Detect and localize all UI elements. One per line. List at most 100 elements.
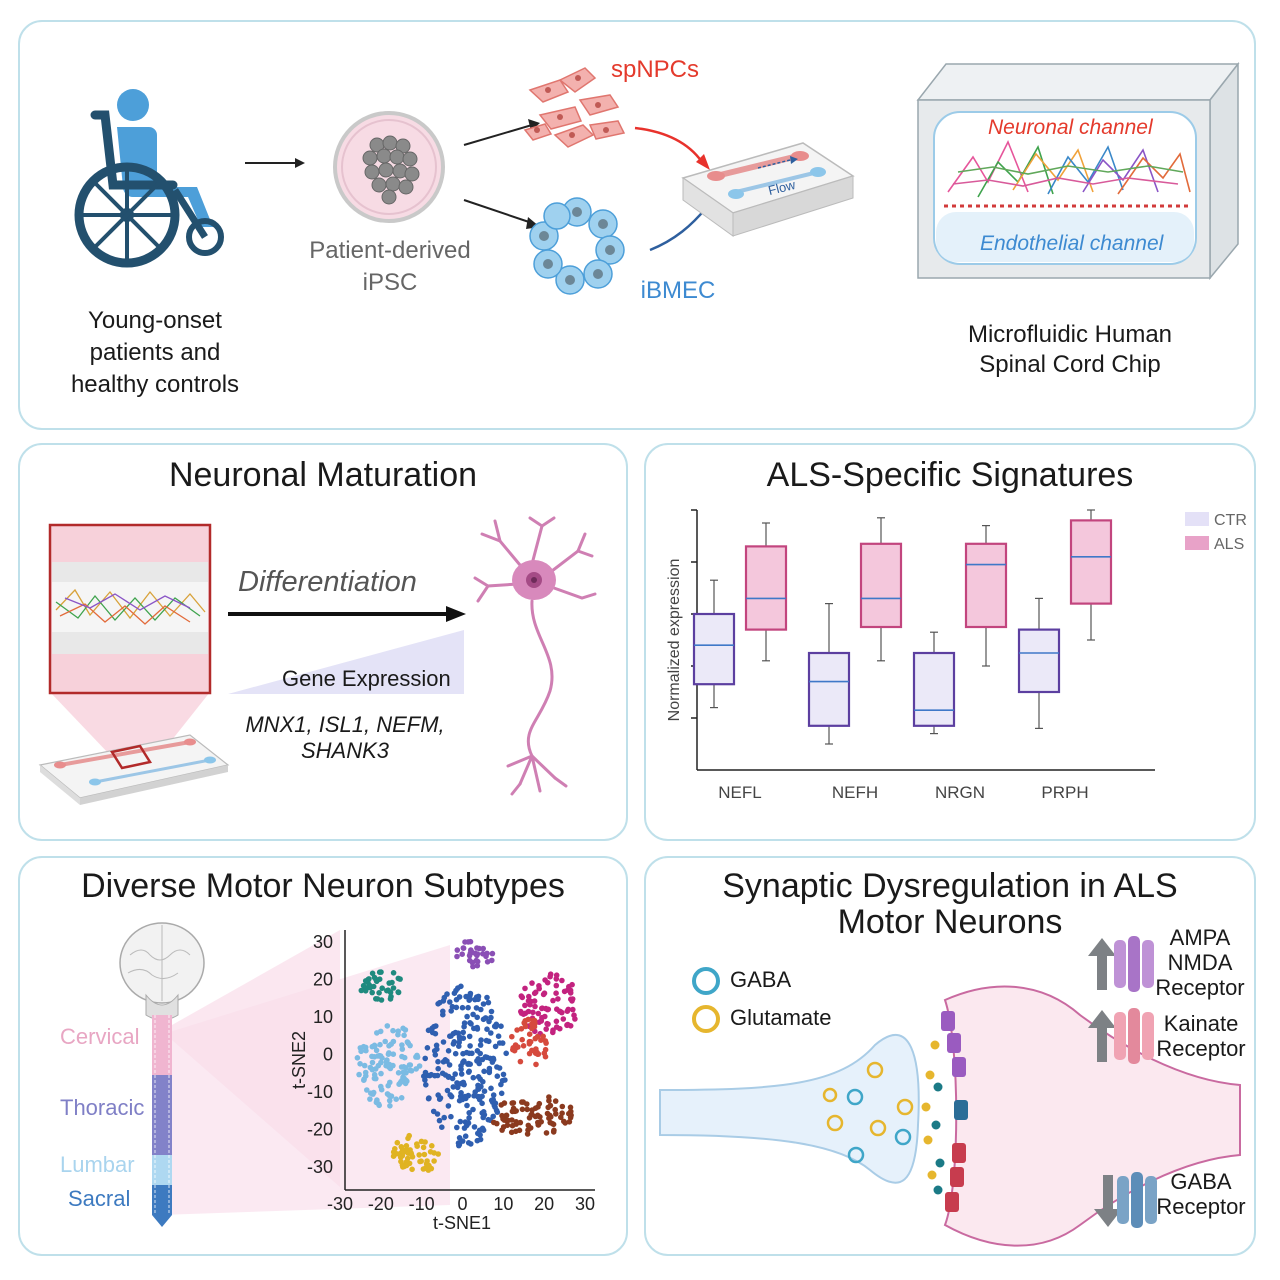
tsne-point (436, 999, 443, 1006)
gene-expression-wedge (228, 630, 464, 694)
tsne-point (465, 1120, 472, 1126)
ibmec-label: iBMEC (640, 277, 716, 304)
tsne-point (369, 1053, 375, 1060)
x-tick-label: PRPH (1041, 783, 1088, 802)
tsne-point (492, 1043, 499, 1050)
tsne-point (544, 1020, 550, 1027)
synapse-illustration (659, 985, 1241, 1247)
tsne-point (531, 998, 538, 1004)
tsne-point (425, 1164, 432, 1170)
tsne-point (530, 1009, 536, 1016)
tsne-point (440, 1008, 446, 1015)
tsne-point (480, 1016, 487, 1023)
tsne-x-tick: -20 (368, 1194, 394, 1214)
tsne-point (395, 1028, 401, 1034)
kainate-up-arrow-icon (1088, 1010, 1116, 1062)
box-als-nefh (859, 517, 903, 662)
tsne-point (461, 1023, 467, 1030)
region-thoracic: Thoracic (60, 1095, 145, 1120)
arrow-to-ipsc (245, 158, 305, 168)
tsne-x-tick: 20 (534, 1194, 554, 1214)
box-ctr-prph (1017, 597, 1061, 729)
tsne-point (401, 1054, 408, 1061)
tsne-cluster (490, 1094, 574, 1137)
tsne-point (356, 1071, 362, 1078)
tsne-point (566, 1119, 573, 1125)
tsne-point (398, 1144, 405, 1150)
tsne-point (404, 1078, 410, 1084)
tsne-point (416, 1063, 423, 1069)
tsne-point (526, 1050, 533, 1057)
tsne-point (534, 1033, 541, 1040)
tsne-point (524, 1106, 530, 1113)
x-tick-label: NEFH (832, 783, 878, 802)
tsne-point (559, 1103, 566, 1110)
tsne-point (387, 1103, 393, 1109)
tsne-point (499, 1040, 506, 1046)
receptor3-line2: Receptor (1156, 1194, 1246, 1219)
tsne-point (480, 1109, 487, 1115)
tsne-point (420, 1144, 427, 1151)
tsne-point (490, 1092, 497, 1098)
tsne-point (567, 990, 574, 996)
tsne-cluster (509, 1016, 549, 1068)
tsne-point (420, 1166, 427, 1172)
tsne-point (431, 1158, 437, 1164)
tsne-point (400, 1025, 406, 1032)
tsne-point (480, 1114, 486, 1121)
tsne-cluster (354, 1023, 423, 1109)
tsne-point (488, 1014, 494, 1021)
tsne-point (522, 1002, 528, 1009)
tsne-point (465, 1140, 472, 1146)
tsne-point (558, 1114, 564, 1121)
box-ctr-nrgn (912, 631, 956, 735)
tsne-point (366, 976, 372, 982)
tsne-point (466, 1050, 473, 1057)
tsne-point (390, 1027, 396, 1034)
tsne-point (547, 971, 554, 977)
ampa-receptor-icon (1114, 936, 1154, 992)
tsne-point (518, 993, 525, 999)
legend-swatch (1185, 512, 1209, 526)
tsne-point (543, 1005, 549, 1012)
tsne-point (568, 1112, 574, 1118)
tsne-point (466, 1115, 472, 1121)
tsne-point (466, 1110, 472, 1116)
tsne-point (389, 979, 395, 986)
tsne-point (524, 1131, 531, 1137)
legend-label: ALS (1214, 536, 1244, 553)
tsne-point (467, 996, 473, 1002)
tsne-x-tick: 10 (493, 1194, 513, 1214)
tsne-point (465, 1004, 471, 1011)
tsne-point (567, 1104, 574, 1111)
tsne-point (363, 1073, 369, 1079)
tsne-point (460, 1035, 467, 1041)
tsne-point (498, 1023, 504, 1029)
tsne-point (386, 1043, 392, 1049)
tsne-point (400, 1069, 406, 1076)
tsne-point (474, 962, 481, 969)
region-sacral: Sacral (68, 1186, 131, 1211)
tsne-point (519, 1106, 526, 1113)
tsne-point (390, 1051, 397, 1057)
chip-channels-box (916, 61, 1240, 281)
tsne-point (489, 950, 496, 957)
tsne-y-label: t-SNE2 (289, 1031, 309, 1089)
tsne-point (565, 1006, 572, 1013)
tsne-point (462, 939, 468, 945)
tsne-point (480, 945, 486, 952)
tsne-point (474, 945, 480, 951)
tsne-point (475, 1056, 481, 1062)
tsne-point (509, 1122, 516, 1129)
tsne-point (378, 1070, 384, 1077)
tsne-point (436, 1096, 443, 1102)
tsne-point (569, 996, 576, 1002)
tsne-point (441, 1114, 447, 1121)
tsne-point (475, 1074, 482, 1080)
tsne-point (552, 1106, 558, 1113)
tsne-point (492, 1023, 499, 1030)
box-iqr (1017, 628, 1061, 694)
tsne-y-tick: -10 (307, 1082, 333, 1102)
tsne-point (442, 1072, 449, 1078)
tsne-point (418, 1138, 425, 1145)
